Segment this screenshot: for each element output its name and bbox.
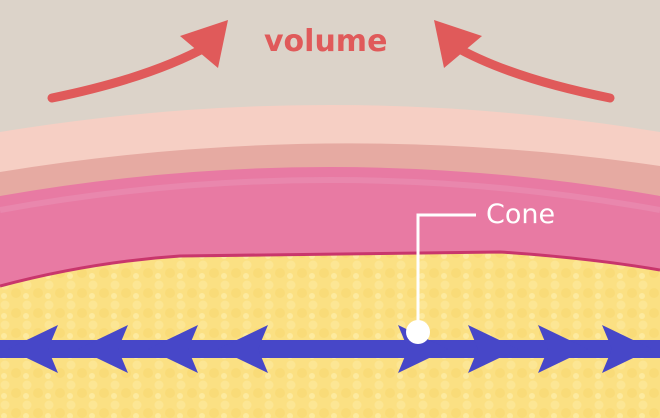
volume-arrow-left (47, 20, 228, 103)
cone-label: Cone (486, 199, 556, 230)
fat-layer-texture (0, 252, 660, 418)
pink-layer-highlight (0, 177, 660, 213)
cone-callout-line (416, 213, 476, 330)
volume-arrow-right (434, 20, 615, 103)
cone-marker (406, 320, 430, 344)
chevron-left-icon (8, 325, 268, 373)
volume-label: volume (264, 24, 388, 59)
fat-layer-edge (0, 250, 660, 288)
